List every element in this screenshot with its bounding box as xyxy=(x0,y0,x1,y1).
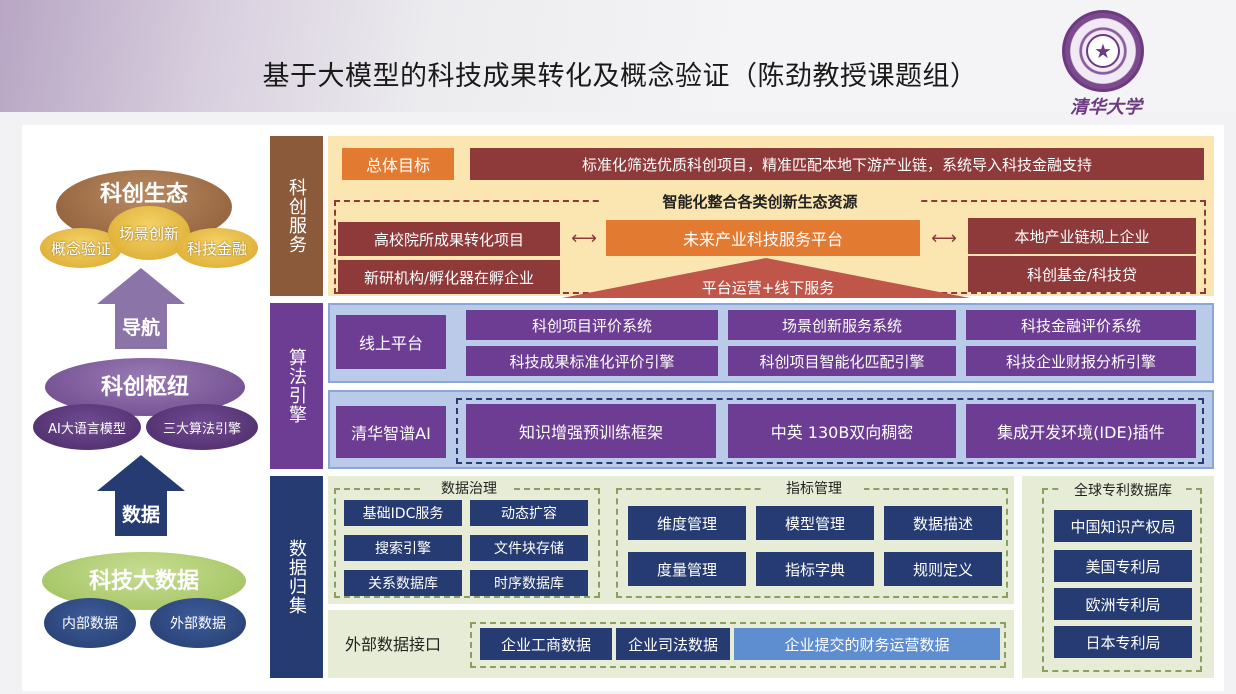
seal-star-icon: ★ xyxy=(1086,34,1120,68)
patent-item: 美国专利局 xyxy=(1054,550,1192,582)
service-right-item: 科创基金/科技贷 xyxy=(968,256,1196,292)
ecology-item: 场景创新 xyxy=(108,206,190,260)
platform-box: 未来产业科技服务平台 xyxy=(606,220,920,256)
data-label: 数据 xyxy=(115,490,167,536)
patent-title: 全球专利数据库 xyxy=(1060,481,1186,499)
ecology-title: 科创生态 xyxy=(99,182,188,207)
metric-item: 数据描述 xyxy=(884,506,1002,540)
ext-item: 企业司法数据 xyxy=(616,628,730,660)
online-item: 科技成果标准化评价引擎 xyxy=(466,346,718,376)
goal-text: 标准化筛选优质科创项目，精准匹配本地下游产业链，系统导入科技金融支持 xyxy=(470,148,1204,180)
online-item: 科技企业财报分析引擎 xyxy=(966,346,1196,376)
goal-label: 总体目标 xyxy=(342,148,454,180)
ai-item: 知识增强预训练框架 xyxy=(466,404,716,458)
online-item: 科创项目智能化匹配引擎 xyxy=(728,346,956,376)
gov-item: 基础IDC服务 xyxy=(344,500,462,526)
patent-item: 日本专利局 xyxy=(1054,626,1192,658)
service-left-item: 高校院所成果转化项目 xyxy=(338,222,560,256)
ai-item: 集成开发环境(IDE)插件 xyxy=(966,404,1196,458)
ai-frame xyxy=(456,398,1204,464)
hub-title: 科创枢纽 xyxy=(100,375,189,400)
service-right-item: 本地产业链规上企业 xyxy=(968,218,1196,254)
side-label-algo: 算法引擎 xyxy=(270,303,323,469)
metric-item: 指标字典 xyxy=(756,552,874,586)
ext-item: 企业工商数据 xyxy=(480,628,612,660)
nav-arrow-icon xyxy=(97,268,185,304)
bigdata-title: 科技大数据 xyxy=(88,569,199,594)
service-left-item: 新研机构/孵化器在孵企业 xyxy=(338,260,560,294)
data-arrow-icon xyxy=(97,455,185,491)
ops-label: 平台运营+线下服务 xyxy=(701,278,835,297)
university-logo-text: 清华大学 xyxy=(1070,97,1142,118)
ecology-item: 科技金融 xyxy=(176,228,258,268)
side-label-data: 数据归集 xyxy=(270,476,323,678)
ext-item: 企业提交的财务运营数据 xyxy=(734,628,1000,660)
metric-item: 模型管理 xyxy=(756,506,874,540)
hub-item: AI大语言模型 xyxy=(33,404,141,450)
metric-item: 度量管理 xyxy=(628,552,746,586)
page-title: 基于大模型的科技成果转化及概念验证（陈劲教授课题组） xyxy=(262,60,978,92)
online-item: 科技金融评价系统 xyxy=(966,310,1196,340)
hub-item: 三大算法引擎 xyxy=(146,404,258,450)
bigdata-item: 内部数据 xyxy=(44,598,136,648)
gov-item: 文件块存储 xyxy=(470,535,588,561)
ops-triangle xyxy=(562,258,970,298)
bigdata-item: 外部数据 xyxy=(150,598,246,648)
nav-label: 导航 xyxy=(115,303,167,349)
side-label-service: 科创服务 xyxy=(270,136,323,296)
online-item: 科创项目评价系统 xyxy=(466,310,718,340)
gov-title: 数据治理 xyxy=(424,479,514,497)
ext-frame xyxy=(470,622,1006,668)
ecology-item: 概念验证 xyxy=(40,228,122,268)
metric-title: 指标管理 xyxy=(764,479,864,497)
online-label: 线上平台 xyxy=(336,315,446,369)
ext-label: 外部数据接口 xyxy=(344,635,441,654)
ai-item: 中英 130B双向稠密 xyxy=(728,404,956,458)
gov-item: 时序数据库 xyxy=(470,570,588,596)
double-arrow-icon: ⟷ xyxy=(931,227,957,249)
patent-item: 欧洲专利局 xyxy=(1054,588,1192,620)
gov-item: 关系数据库 xyxy=(344,570,462,596)
metric-item: 规则定义 xyxy=(884,552,1002,586)
ai-label: 清华智谱AI xyxy=(336,406,446,458)
online-item: 场景创新服务系统 xyxy=(728,310,956,340)
resource-title: 智能化整合各类创新生态资源 xyxy=(600,191,920,211)
patent-item: 中国知识产权局 xyxy=(1054,510,1192,542)
double-arrow-icon: ⟷ xyxy=(571,227,597,249)
gov-item: 动态扩容 xyxy=(470,500,588,526)
gov-item: 搜索引擎 xyxy=(344,535,462,561)
metric-item: 维度管理 xyxy=(628,506,746,540)
header-background xyxy=(0,0,1236,112)
